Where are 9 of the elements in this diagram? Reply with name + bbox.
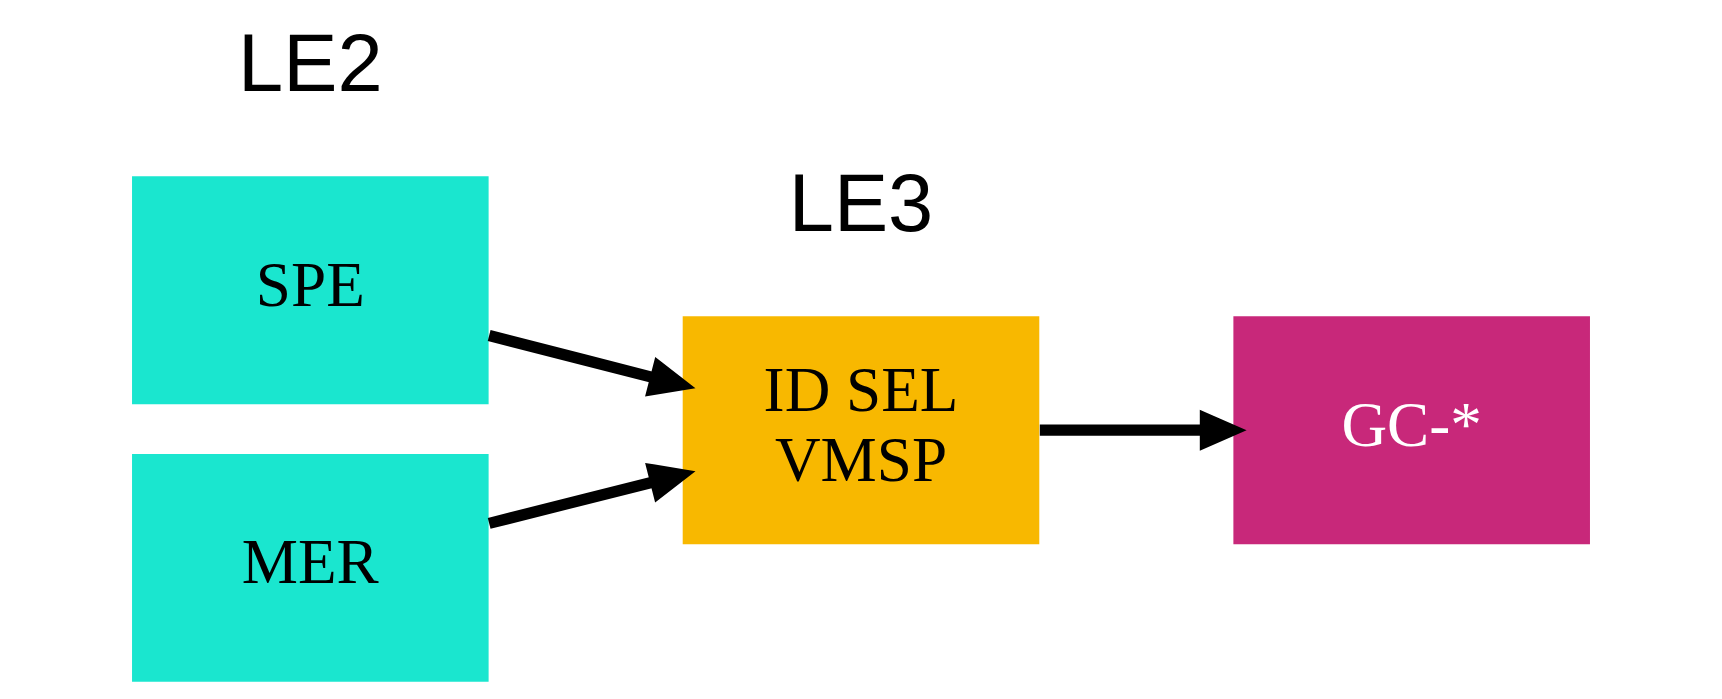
arrow xyxy=(1039,409,1247,451)
arrow xyxy=(487,462,696,529)
node-box: MER xyxy=(132,453,489,682)
label: LE2 xyxy=(238,17,383,109)
label: LE3 xyxy=(788,157,934,249)
node-box: GC-* xyxy=(1233,316,1590,545)
arrow xyxy=(487,330,696,397)
node-box: ID SEL VMSP xyxy=(682,316,1040,545)
node-box: SPE xyxy=(132,176,489,405)
